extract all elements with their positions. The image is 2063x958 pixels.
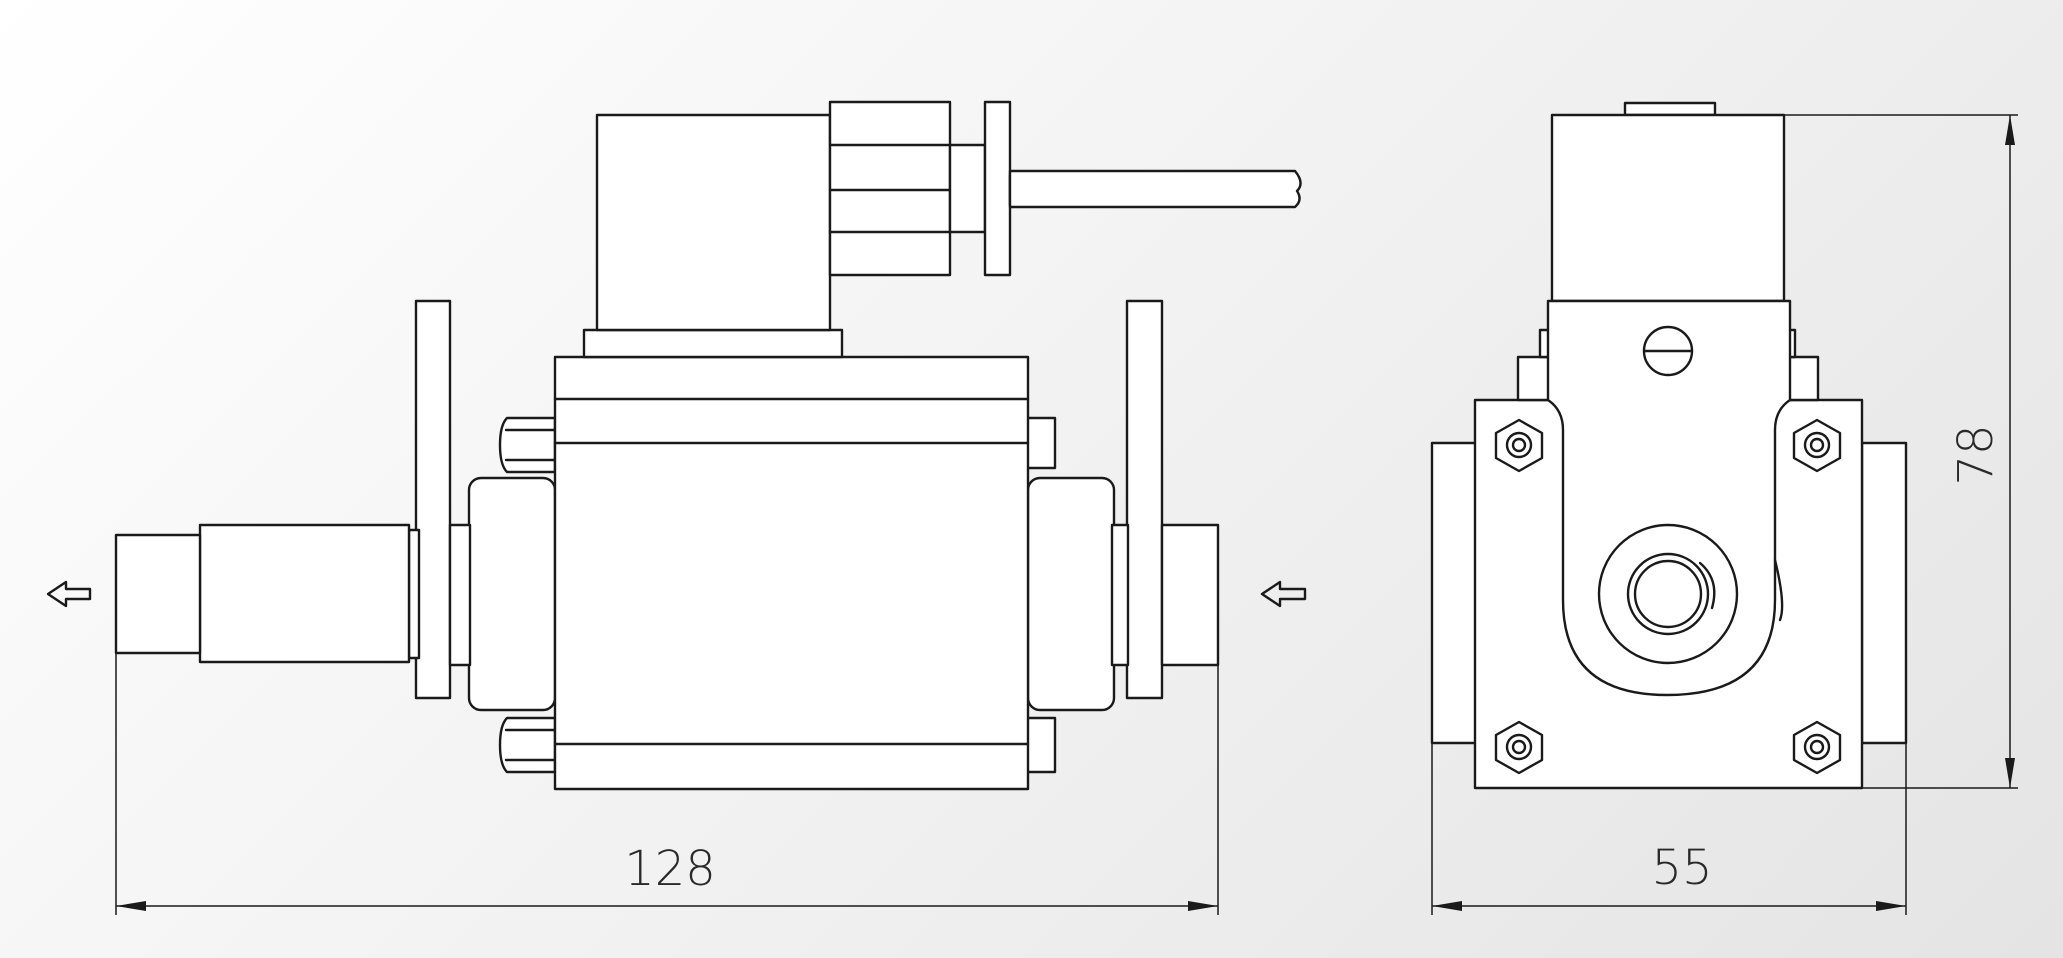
bolt-bottom-left — [1494, 720, 1544, 775]
dimension-width-label: 55 — [1651, 840, 1712, 896]
left-end-cap — [467, 476, 557, 712]
side-bore — [1597, 523, 1739, 665]
dimension-length-label: 128 — [624, 841, 716, 897]
lower-right-stud — [1023, 716, 1057, 774]
bolt-top-left — [1494, 418, 1544, 473]
outlet-pipe-end — [114, 533, 202, 655]
valve-body — [553, 355, 1030, 791]
side-coil — [1550, 113, 1786, 303]
front-view — [46, 100, 1307, 791]
flow-arrow-right-icon — [1260, 580, 1307, 608]
side-port-right — [1860, 441, 1908, 745]
cable — [1008, 169, 1302, 209]
side-port-left — [1430, 441, 1480, 745]
inlet-pipe — [1160, 523, 1220, 667]
bolt-bottom-right — [1792, 720, 1842, 775]
bolt-top-right — [1792, 418, 1842, 473]
right-end-cap — [1026, 476, 1116, 712]
upper-right-stud — [1023, 416, 1057, 470]
dimension-height-label: 78 — [1948, 424, 2004, 485]
coil-base — [582, 328, 844, 359]
outlet-pipe-inner — [407, 528, 421, 660]
dimension-side-width: 55 — [1431, 743, 1907, 915]
slotted-screw — [1642, 325, 1694, 377]
outlet-fitting — [198, 523, 411, 664]
right-flange — [1125, 299, 1164, 700]
side-coil-top-tab — [1623, 101, 1717, 117]
lower-left-nut — [498, 716, 557, 774]
solenoid-coil — [595, 113, 832, 332]
upper-left-nut — [498, 416, 557, 474]
left-flange — [414, 299, 452, 700]
dimension-overall-length: 128 — [115, 653, 1219, 915]
flow-arrow-left-icon — [46, 580, 92, 608]
dimension-side-height: 78 — [1784, 114, 2018, 789]
side-view — [1430, 101, 1908, 790]
cable-connector — [828, 100, 1032, 277]
